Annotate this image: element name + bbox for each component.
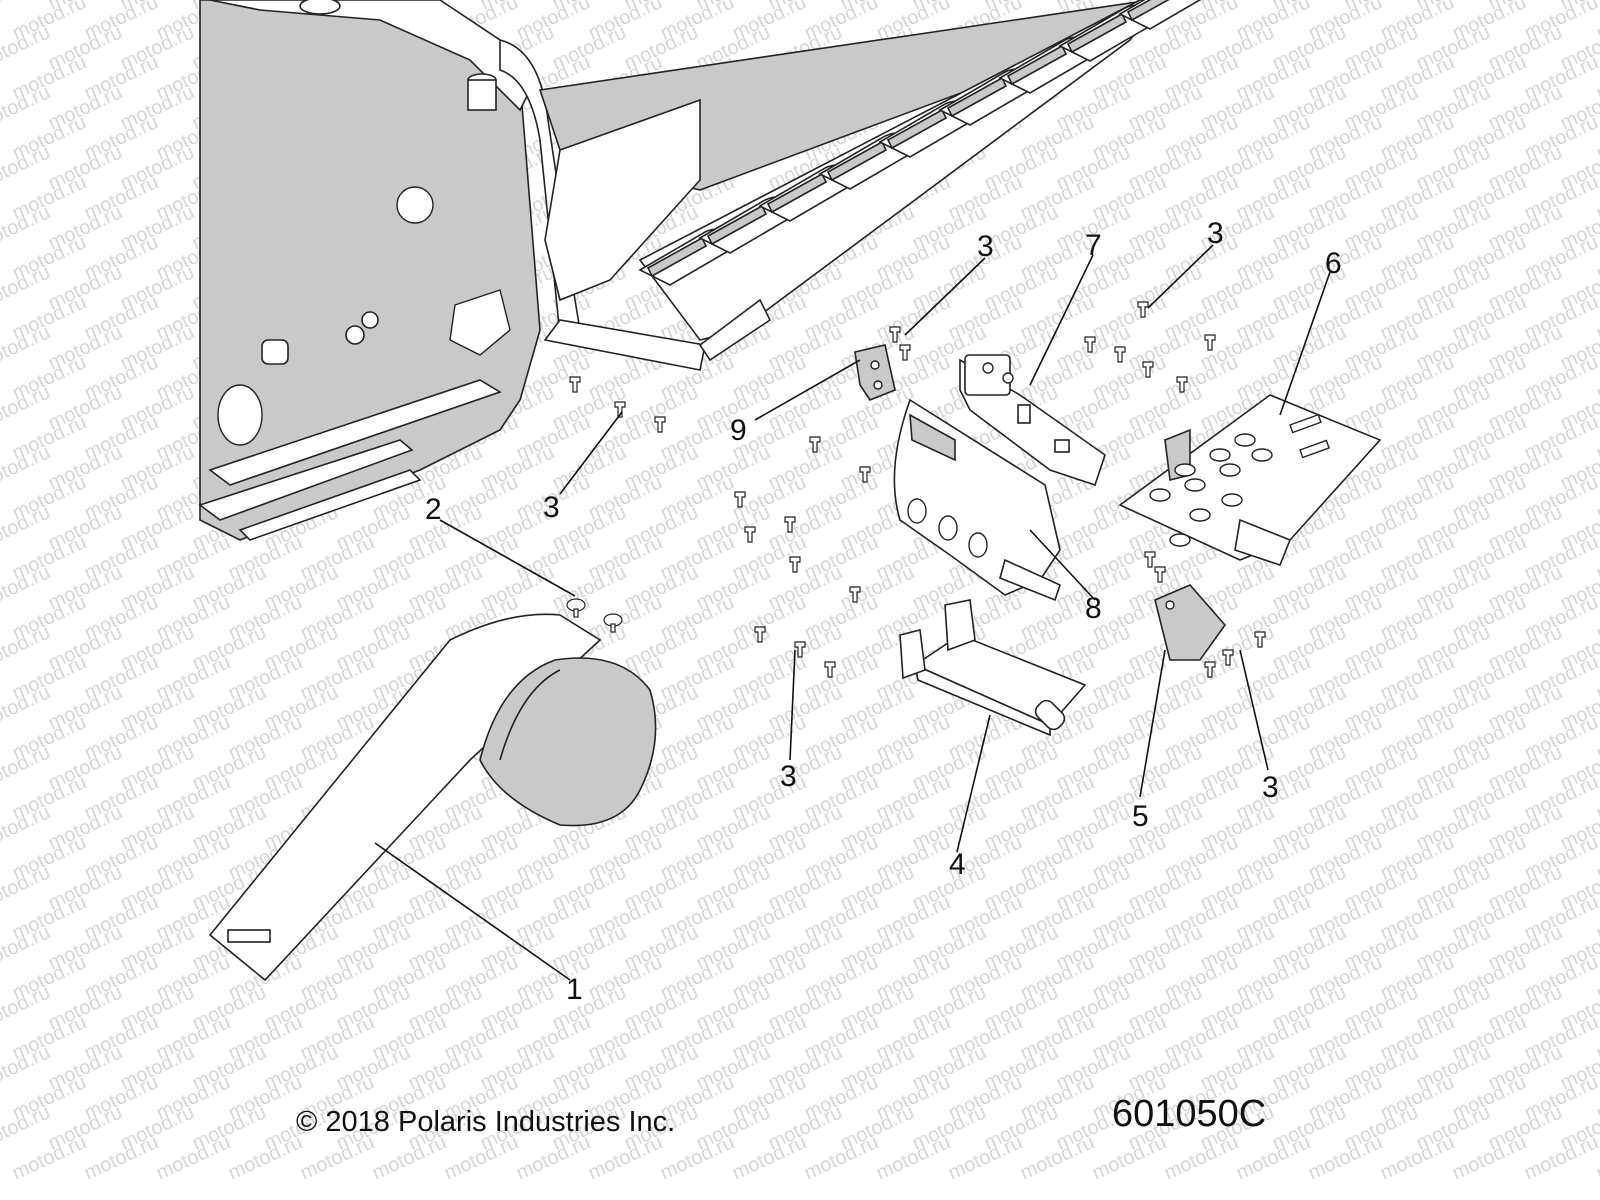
step-plate-hole [1169, 533, 1191, 547]
step-plate-hole [1251, 448, 1273, 462]
diagram-code: 601050C [1112, 1093, 1267, 1135]
bolt [569, 376, 581, 393]
callout-5: 5 [1132, 800, 1149, 833]
copyright-notice: © 2018 Polaris Industries Inc. [296, 1106, 676, 1138]
bolt [789, 556, 801, 573]
bolt [744, 526, 756, 543]
step-plate-hole [1219, 463, 1241, 477]
step-plate-hole [1149, 488, 1171, 502]
step-plate-hole [1174, 463, 1196, 477]
watermark-text: motod.ru [1593, 0, 1600, 45]
bolt [899, 344, 911, 361]
callout-4: 4 [949, 848, 966, 881]
step-plate-hole [1184, 478, 1206, 492]
callout-1: 1 [566, 973, 583, 1006]
callout-3-gusset5: 3 [1262, 771, 1279, 804]
callout-3-tunnel: 3 [543, 491, 560, 524]
callout-8: 8 [1085, 592, 1102, 625]
callout-3-bracket9: 3 [977, 230, 994, 263]
step-plate-hole [1221, 493, 1243, 507]
callout-3-bracket4: 3 [780, 760, 797, 793]
step-plate-hole [1209, 448, 1231, 462]
step-plate-hole [1234, 433, 1256, 447]
bolt [1114, 346, 1126, 363]
callout-9: 9 [730, 414, 747, 447]
push-rivet-shank [573, 608, 579, 618]
callout-3-plate6: 3 [1207, 217, 1224, 250]
step-plate-hole [1189, 508, 1211, 522]
push-rivet-shank [610, 623, 616, 633]
callout-7: 7 [1085, 229, 1102, 262]
callout-6: 6 [1325, 247, 1342, 280]
callout-2: 2 [425, 493, 442, 526]
